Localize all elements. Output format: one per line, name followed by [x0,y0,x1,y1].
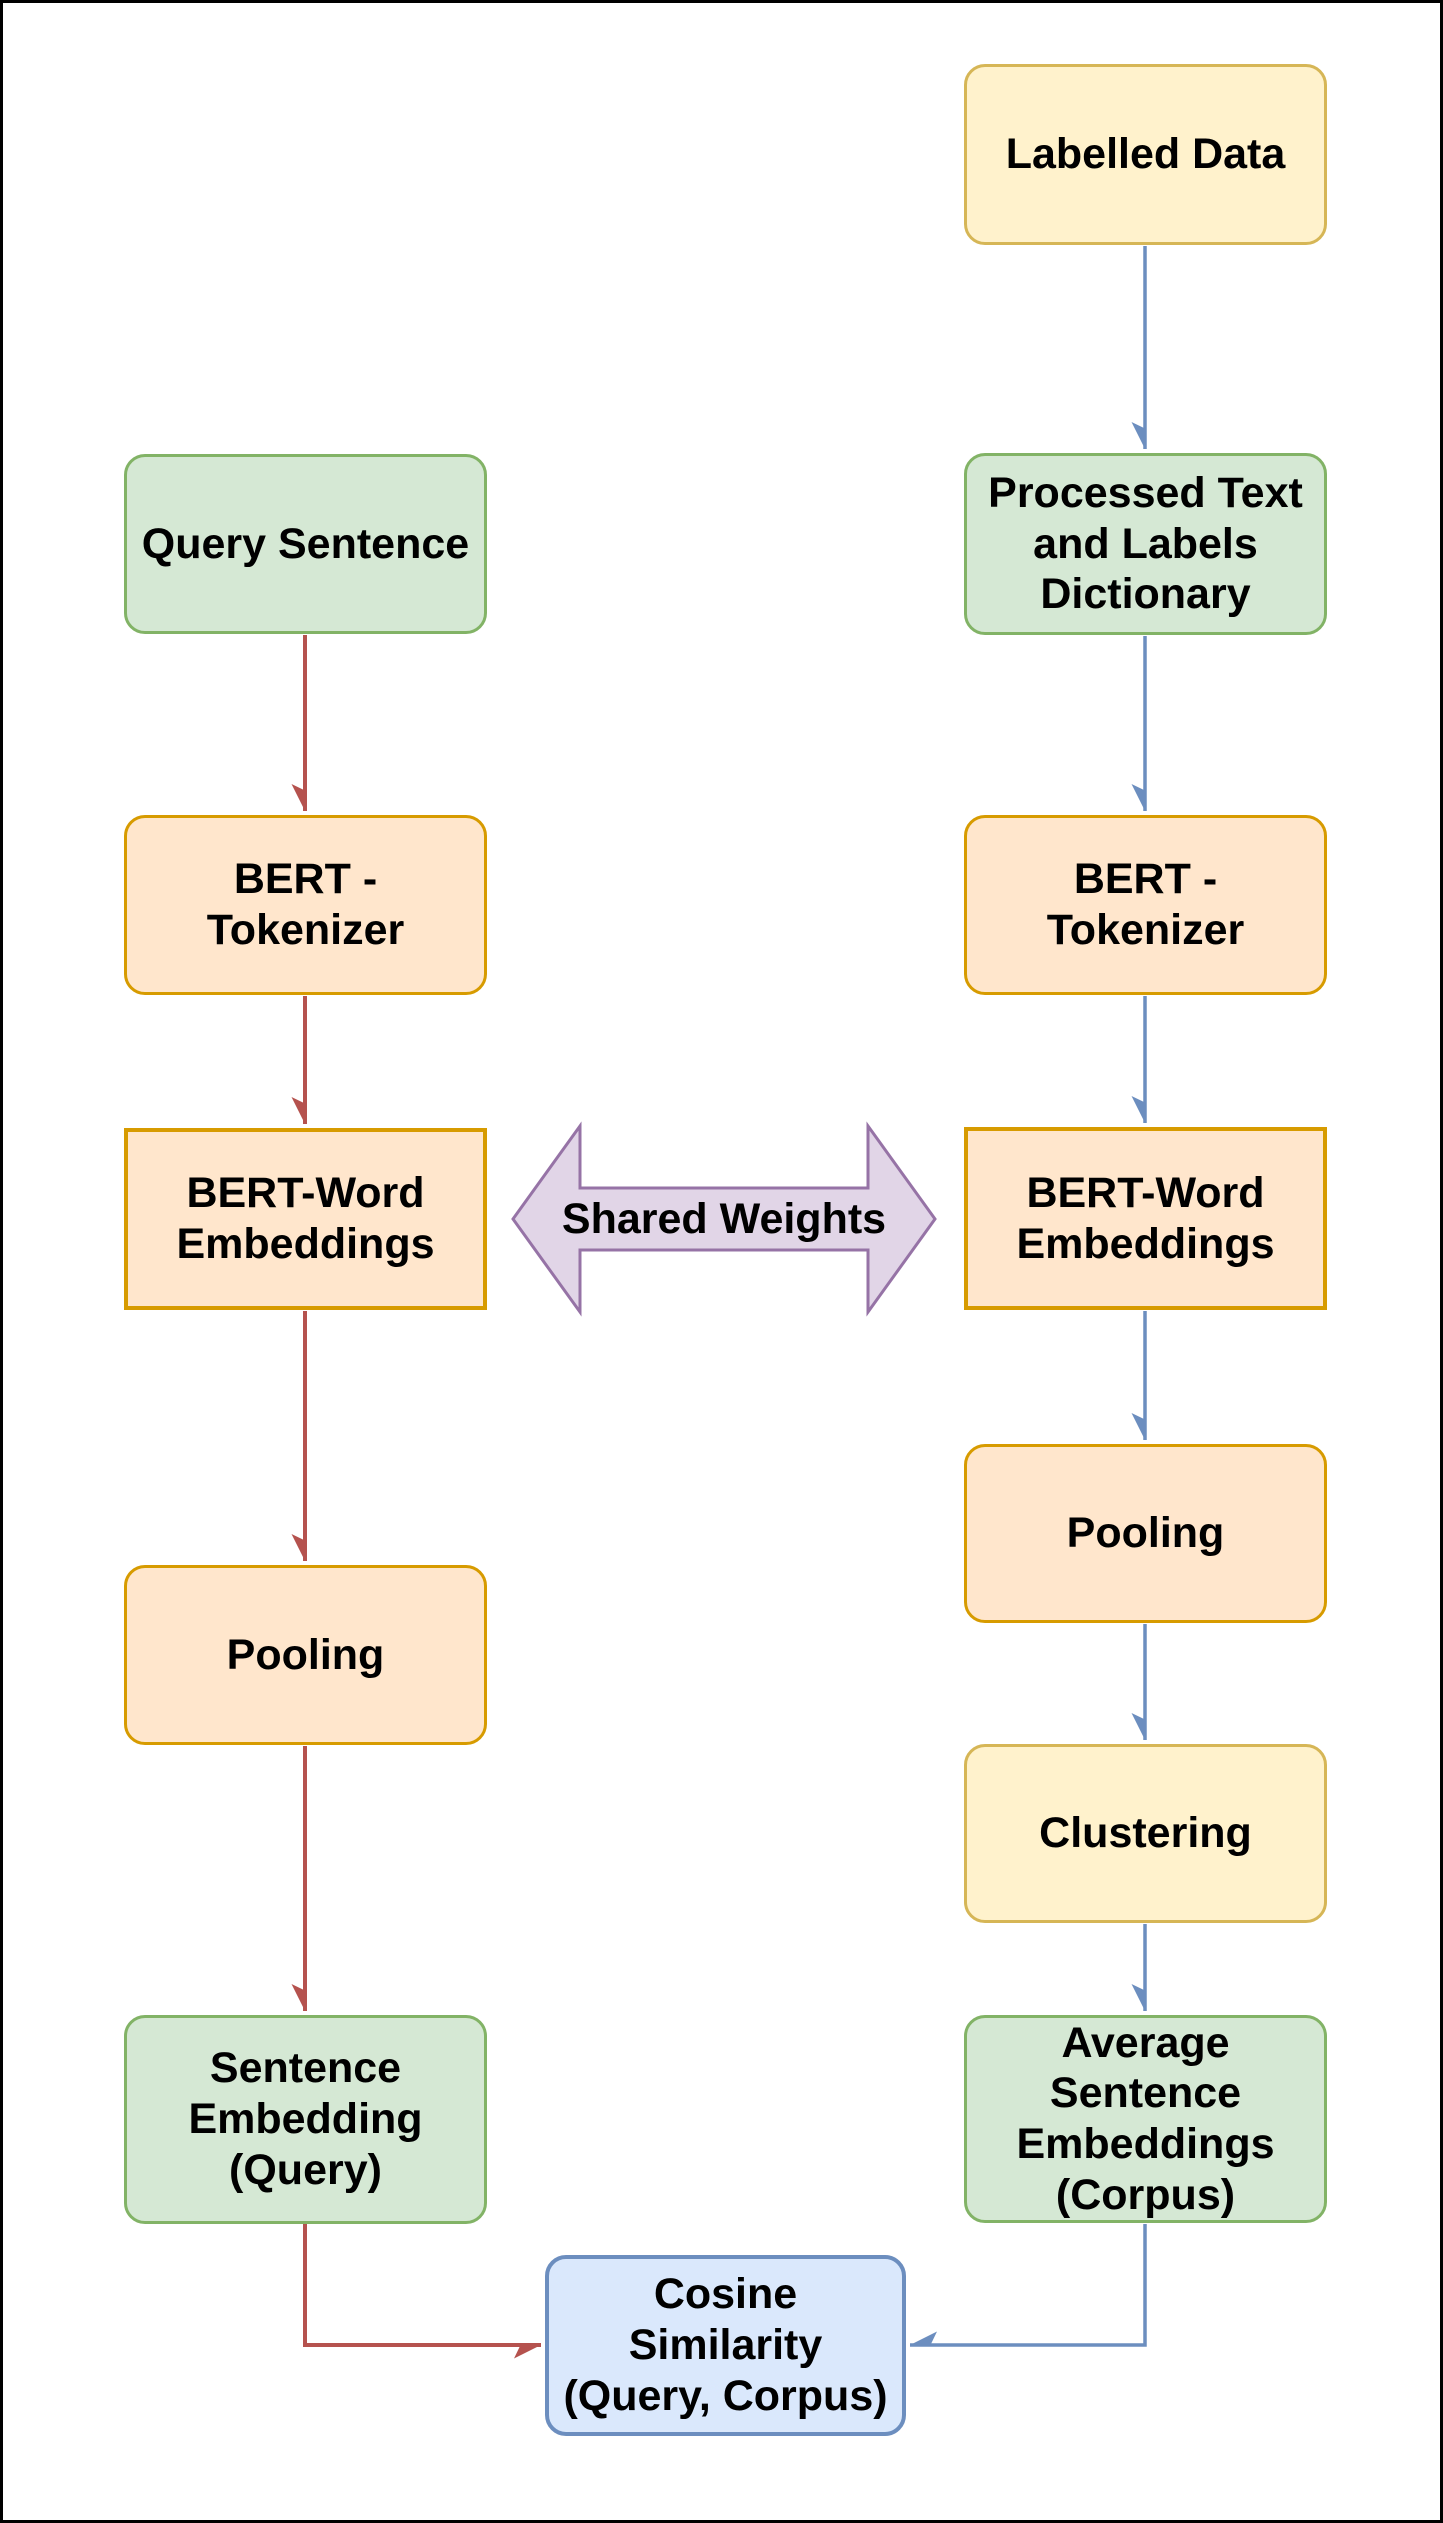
node-pooling-corpus: Pooling [964,1444,1327,1623]
node-bert-tokenizer-query: BERT - Tokenizer [124,815,487,995]
node-pooling-query: Pooling [124,1565,487,1745]
node-bert-tokenizer-corpus: BERT - Tokenizer [964,815,1327,995]
node-average-sentence-embeddings-corpus: Average Sentence Embeddings (Corpus) [964,2015,1327,2223]
node-labelled-data: Labelled Data [964,64,1327,245]
node-cosine-similarity: Cosine Similarity (Query, Corpus) [545,2255,906,2436]
shared-weights-label: Shared Weights [561,1195,887,1243]
node-bert-word-embeddings-corpus: BERT-Word Embeddings [964,1127,1327,1310]
node-query-sentence: Query Sentence [124,454,487,634]
node-clustering: Clustering [964,1744,1327,1923]
node-bert-word-embeddings-query: BERT-Word Embeddings [124,1128,487,1310]
node-processed-text-and-labels-dictionary: Processed Text and Labels Dictionary [964,453,1327,635]
node-sentence-embedding-query: Sentence Embedding (Query) [124,2015,487,2224]
